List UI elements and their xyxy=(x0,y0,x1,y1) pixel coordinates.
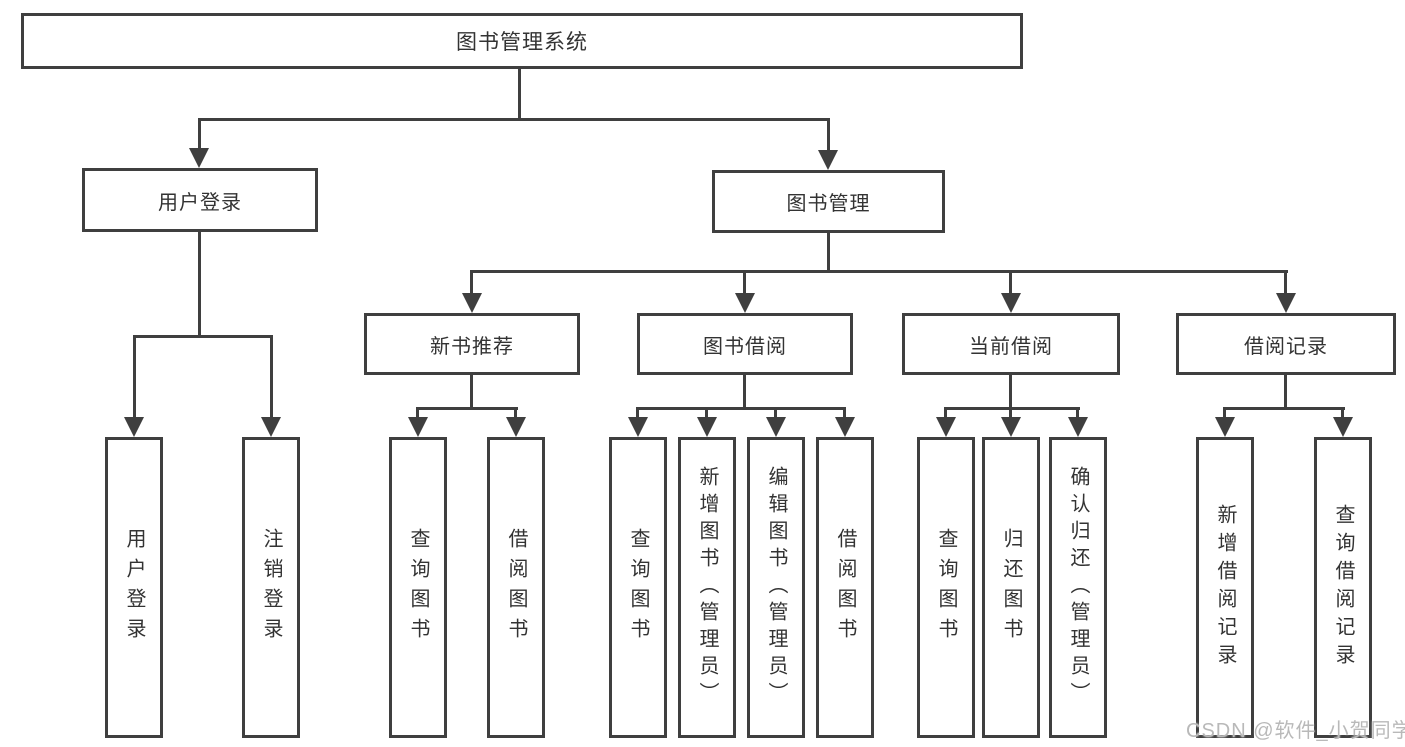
arrow-shaft xyxy=(270,335,273,423)
node-library-management-system: 图书管理系统 xyxy=(21,13,1023,69)
arrow-down-icon xyxy=(735,293,755,313)
connector-level3-rail xyxy=(471,270,1288,273)
leaf-edit-books-admin: 编辑图书（管理员） xyxy=(747,437,805,738)
connector-level2-rail xyxy=(198,118,830,121)
arrow-down-icon xyxy=(697,417,717,437)
connector-borrow-stem xyxy=(743,375,746,407)
connector-book-mgmt-stem xyxy=(827,233,830,270)
connector-borrow-rail xyxy=(637,407,846,410)
arrow-down-icon xyxy=(506,417,526,437)
leaf-query-books-current: 查询图书 xyxy=(917,437,975,738)
arrow-shaft xyxy=(743,270,746,297)
arrow-down-icon xyxy=(1276,293,1296,313)
node-borrowing-records: 借阅记录 xyxy=(1176,313,1396,375)
arrow-shaft xyxy=(1223,407,1226,423)
connector-current-stem xyxy=(1009,375,1012,407)
arrow-shaft xyxy=(636,407,639,423)
arrow-shaft xyxy=(944,407,947,423)
leaf-add-borrow-record: 新增借阅记录 xyxy=(1196,437,1254,738)
arrow-down-icon xyxy=(1068,417,1088,437)
leaf-return-books: 归还图书 xyxy=(982,437,1040,738)
arrow-down-icon xyxy=(628,417,648,437)
connector-user-login-stem xyxy=(198,232,201,335)
leaf-borrow-books: 借阅图书 xyxy=(816,437,874,738)
arrow-shaft xyxy=(1009,270,1012,297)
arrow-shaft xyxy=(133,335,136,423)
arrow-shaft xyxy=(416,407,419,423)
arrow-down-icon xyxy=(124,417,144,437)
arrow-shaft xyxy=(705,407,708,423)
leaf-logout: 注销登录 xyxy=(242,437,300,738)
csdn-watermark: CSDN @软件_小贺同学 xyxy=(1186,720,1405,742)
arrow-down-icon xyxy=(261,417,281,437)
connector-record-stem xyxy=(1284,375,1287,407)
arrow-shaft xyxy=(1284,270,1287,297)
arrow-down-icon xyxy=(835,417,855,437)
arrow-down-icon xyxy=(1215,417,1235,437)
arrow-down-icon xyxy=(818,150,838,170)
arrow-down-icon xyxy=(766,417,786,437)
arrow-shaft xyxy=(470,270,473,297)
arrow-down-icon xyxy=(936,417,956,437)
arrow-shaft xyxy=(1076,407,1079,423)
arrow-down-icon xyxy=(408,417,428,437)
node-book-borrowing: 图书借阅 xyxy=(637,313,853,375)
arrow-shaft xyxy=(843,407,846,423)
leaf-query-borrow-record: 查询借阅记录 xyxy=(1314,437,1372,738)
arrow-shaft xyxy=(1341,407,1344,423)
arrow-shaft xyxy=(774,407,777,423)
leaf-borrow-books-newbook: 借阅图书 xyxy=(487,437,545,738)
connector-root-stem xyxy=(518,69,521,118)
arrow-down-icon xyxy=(189,148,209,168)
leaf-user-login: 用户登录 xyxy=(105,437,163,738)
connector-newbook-stem xyxy=(470,375,473,407)
arrow-shaft xyxy=(827,118,830,154)
arrow-down-icon xyxy=(462,293,482,313)
arrow-down-icon xyxy=(1001,417,1021,437)
connector-current-rail xyxy=(945,407,1080,410)
arrow-shaft xyxy=(514,407,517,423)
node-book-management: 图书管理 xyxy=(712,170,945,233)
connector-record-rail xyxy=(1224,407,1345,410)
arrow-down-icon xyxy=(1333,417,1353,437)
leaf-add-books-admin: 新增图书（管理员） xyxy=(678,437,736,738)
arrow-shaft xyxy=(1009,407,1012,423)
node-new-book-recommendation: 新书推荐 xyxy=(364,313,580,375)
connector-user-login-rail xyxy=(133,335,273,338)
leaf-confirm-return-admin: 确认归还（管理员） xyxy=(1049,437,1107,738)
node-user-login: 用户登录 xyxy=(82,168,318,232)
arrow-down-icon xyxy=(1001,293,1021,313)
connector-newbook-rail xyxy=(417,407,518,410)
node-current-borrowing: 当前借阅 xyxy=(902,313,1120,375)
leaf-query-books-newbook: 查询图书 xyxy=(389,437,447,738)
leaf-query-books-borrow: 查询图书 xyxy=(609,437,667,738)
arrow-shaft xyxy=(198,118,201,154)
